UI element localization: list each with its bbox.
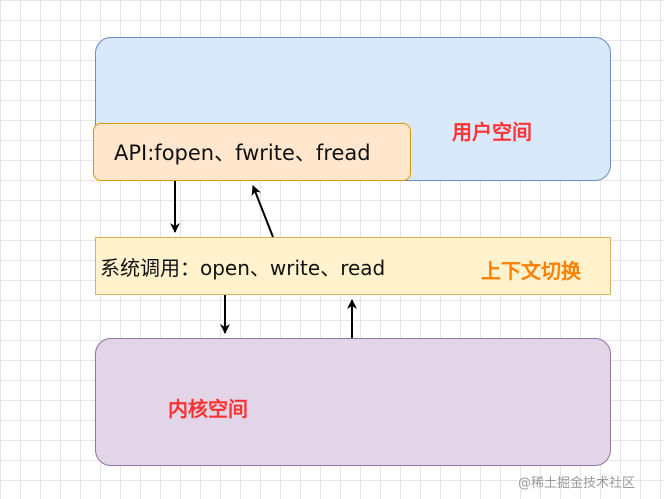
kernel-space-label: 内核空间 [168,397,248,421]
syscall-text: 系统调用：open、write、read [100,255,386,280]
user-space-label: 用户空间 [452,120,532,144]
syscall-bar: 系统调用：open、write、read [95,237,611,295]
arrow-syscall-to-api [251,185,274,238]
watermark: @稀土掘金技术社区 [518,476,636,491]
api-text: API:fopen、fwrite、fread [114,141,371,165]
kernel-space-box [95,338,611,466]
context-switch-label: 上下文切换 [481,259,581,283]
api-box: API:fopen、fwrite、fread [93,123,411,181]
